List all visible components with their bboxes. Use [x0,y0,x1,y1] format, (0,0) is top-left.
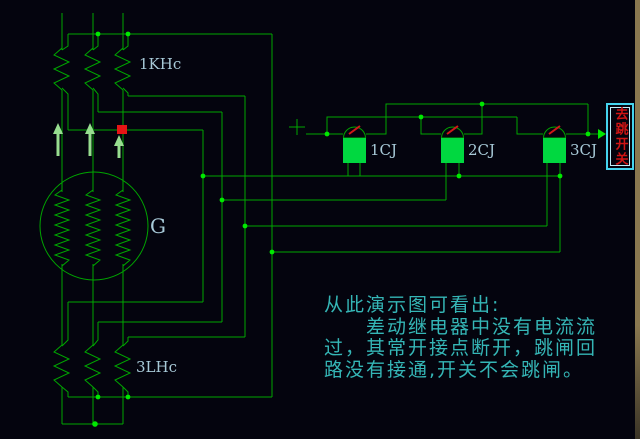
label-generator: G [150,214,166,238]
generator-winding-2 [84,189,102,267]
trip-ladder-wiring [289,103,606,139]
caption-line-3: 过，其常开接点断开，跳闸回 [324,337,598,359]
junction-dots [92,31,591,427]
relay-contact-dome [440,126,465,139]
relay-coil-box [441,138,464,163]
relay-branch-wiring [203,163,561,253]
relay-3cj [542,125,567,163]
ct-bottom-coils [52,344,132,388]
caption-text: 从此演示图可看出: 差动继电器中没有电流流 过，其常开接点断开，跳闸回 路没有接… [324,294,598,381]
caption-line-1: 从此演示图可看出: [324,294,501,316]
trip-destination-box: 去跳开关 [606,103,634,170]
relay-contact-dome [342,126,367,139]
label-3lhc: 3LHc [136,358,177,376]
relay-needle [446,125,459,135]
trip-destination-label: 去跳开关 [612,106,628,167]
relay-coil-box [543,138,566,163]
ct-top-coils [52,47,132,91]
label-1khc: 1KHc [139,55,182,73]
label-relay-3cj: 3CJ [570,141,598,159]
label-relay-2cj: 2CJ [468,141,496,159]
window-edge-stripe [635,0,640,439]
caption-line-4: 路没有接通,开关不会跳闸。 [324,358,585,381]
relay-needle [548,125,561,135]
relay-needle [348,125,361,135]
generator-circle [39,171,149,281]
relay-2cj [440,125,465,163]
current-arrows [53,123,124,158]
generator-winding-1 [53,189,71,267]
relay-1cj [342,125,367,163]
plus-terminal [289,119,305,135]
relay-coil-box [343,138,366,163]
phase-lines [61,13,124,425]
relay-contact-dome [542,126,567,139]
generator-winding-3 [114,189,132,267]
fault-marker [117,125,127,134]
ct-secondary-wiring [61,33,273,398]
generator-symbol [39,171,149,281]
trip-output-arrow [598,129,606,139]
label-relay-1cj: 1CJ [370,141,398,159]
caption-line-2: 差动继电器中没有电流流 [324,315,598,338]
